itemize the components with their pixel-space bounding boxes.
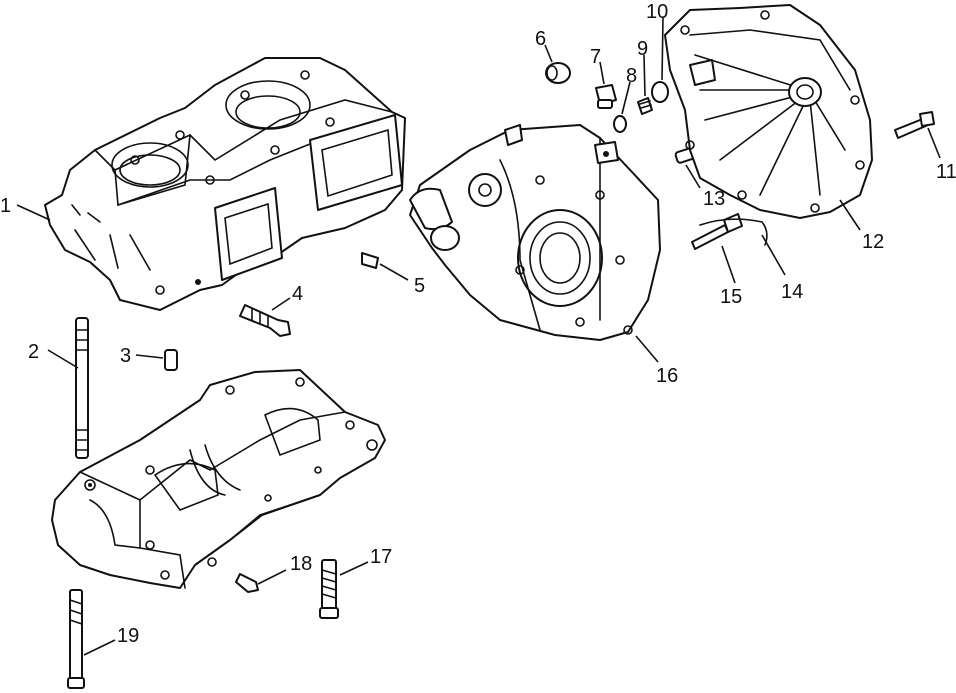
- callout-7: 7: [590, 46, 601, 68]
- callout-8: 8: [626, 65, 637, 87]
- washer-8: [613, 115, 627, 133]
- callout-14: 14: [781, 281, 803, 303]
- lower-crankcase: [51, 369, 386, 589]
- dowel-pin-3: [164, 349, 178, 371]
- callout-labels: 1 2 3 4 5 6 7 8 9 10 11 12 13 14 15 16 1…: [0, 1, 956, 647]
- callout-3: 3: [120, 345, 131, 367]
- screw-5: [361, 252, 379, 269]
- gearcase-cover-16: [409, 124, 661, 341]
- fitting-4: [239, 304, 291, 337]
- bolt-17: [319, 559, 339, 619]
- callout-6: 6: [535, 28, 546, 50]
- cover-12: [664, 4, 873, 219]
- callout-18: 18: [290, 553, 312, 575]
- callout-17: 17: [370, 546, 392, 568]
- callout-16: 16: [656, 365, 678, 387]
- leader-lines: [16, 17, 941, 656]
- upper-crankcase: [44, 57, 406, 311]
- callout-13: 13: [703, 188, 725, 210]
- callout-19: 19: [117, 625, 139, 647]
- callout-15: 15: [720, 286, 742, 308]
- clip-14: [699, 218, 768, 246]
- callout-4: 4: [292, 283, 303, 305]
- spring-9: [637, 97, 653, 115]
- callout-11: 11: [936, 161, 956, 183]
- through-bolt-2: [75, 317, 89, 459]
- callout-12: 12: [862, 231, 884, 253]
- o-ring-10: [651, 81, 669, 103]
- plug-7: [595, 84, 617, 109]
- bolt-19: [67, 589, 85, 689]
- bolt-18: [235, 573, 259, 593]
- callout-2: 2: [28, 341, 39, 363]
- bolt-11: [894, 111, 935, 139]
- callout-9: 9: [637, 38, 648, 60]
- seal-6: [545, 62, 571, 84]
- callout-10: 10: [646, 1, 668, 23]
- callout-5: 5: [414, 275, 425, 297]
- callout-1: 1: [0, 195, 11, 217]
